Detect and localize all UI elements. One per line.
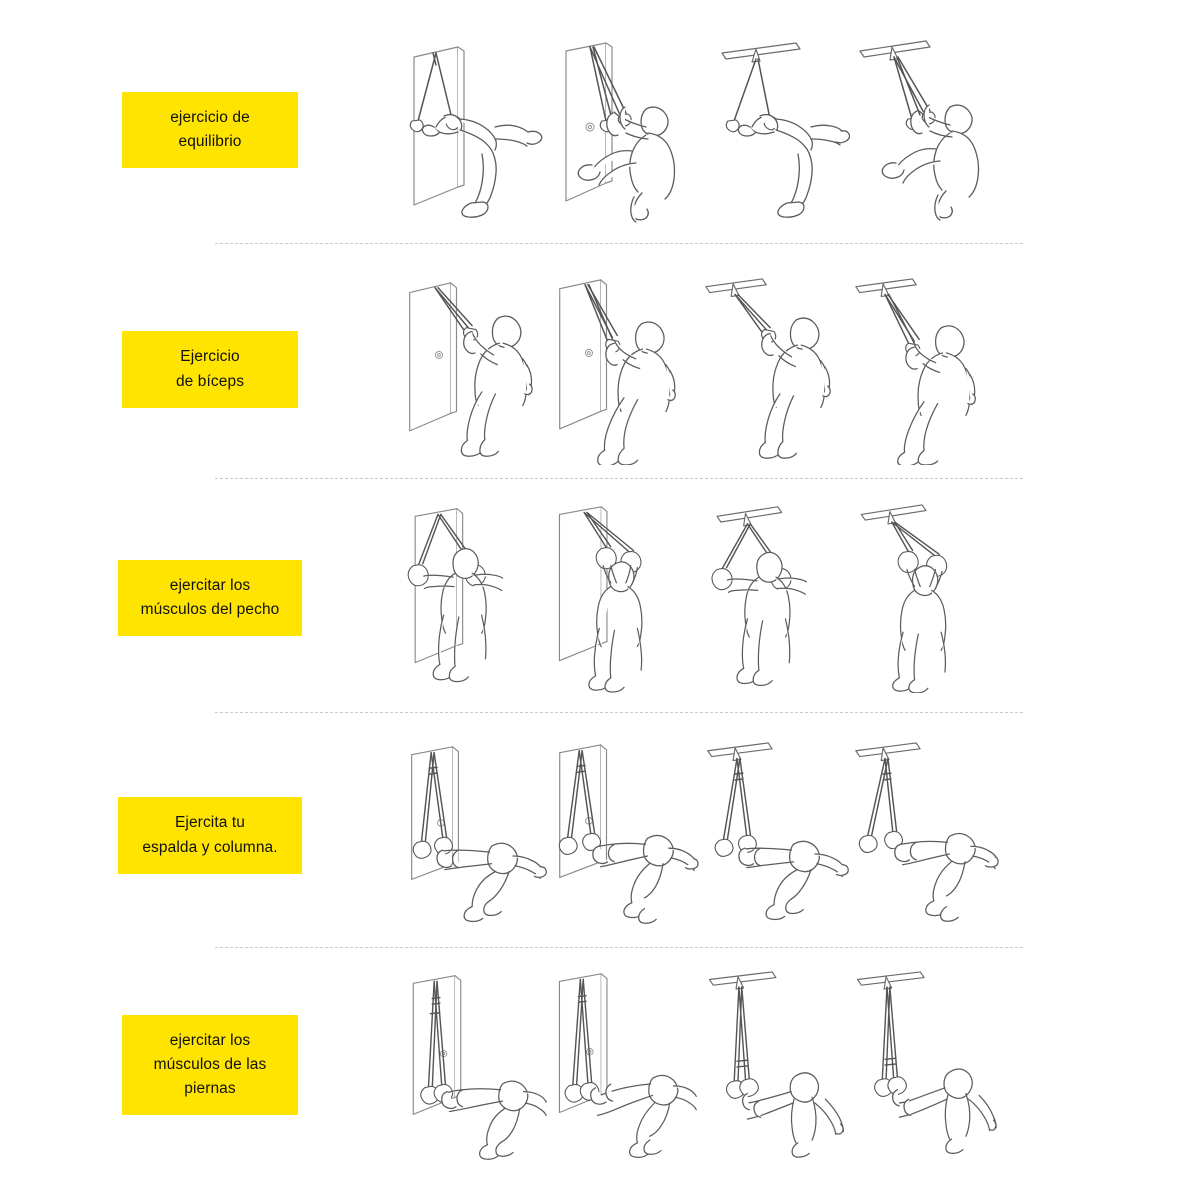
- label-box-equilibrio: ejercicio de equilibrio: [122, 91, 298, 169]
- divider-3: [215, 712, 1023, 713]
- panel-ceiling-back-4: [850, 741, 1000, 931]
- label-box-pecho: ejercitar los músculos del pecho: [118, 559, 302, 637]
- label-cell-piernas: ejercitar los músculos de las piernas: [0, 1014, 400, 1116]
- panel-strip-equilibrio: [400, 35, 1200, 225]
- panel-door-chest-1: [400, 503, 550, 693]
- panel-ceiling-chest-3: [700, 503, 850, 693]
- panel-ceiling-balance-4: [850, 35, 1000, 225]
- panel-door-biceps-1: [400, 275, 550, 465]
- label-box-espalda: Ejercita tu espalda y columna.: [118, 797, 302, 874]
- panel-door-balance-2: [550, 35, 700, 225]
- panel-ceiling-balance-3: [700, 35, 850, 225]
- label-cell-pecho: ejercitar los músculos del pecho: [0, 559, 400, 637]
- label-line: ejercitar los: [169, 1031, 251, 1049]
- label-line: Ejercita tu: [174, 814, 246, 832]
- label-box-piernas: ejercitar los músculos de las piernas: [122, 1014, 298, 1116]
- panel-ceiling-legs-4: [850, 970, 1000, 1160]
- divider-2: [215, 478, 1023, 479]
- panel-ceiling-biceps-3: [700, 275, 850, 465]
- label-cell-espalda: Ejercita tu espalda y columna.: [0, 797, 400, 874]
- label-cell-equilibrio: ejercicio de equilibrio: [0, 91, 400, 169]
- label-cell-biceps: Ejercicio de bíceps: [0, 331, 400, 408]
- panel-door-balance-1: [400, 35, 550, 225]
- exercise-row-biceps: Ejercicio de bíceps: [0, 272, 1200, 467]
- panel-door-legs-1: [400, 970, 550, 1160]
- panel-strip-piernas: [400, 970, 1200, 1160]
- label-line: equilibrio: [178, 133, 242, 150]
- label-line: ejercicio de: [170, 108, 250, 126]
- panel-ceiling-chest-4: [850, 503, 1000, 693]
- exercise-row-espalda: Ejercita tu espalda y columna.: [0, 738, 1200, 933]
- panel-door-legs-2: [550, 970, 700, 1160]
- label-box-biceps: Ejercicio de bíceps: [122, 331, 298, 408]
- exercise-row-piernas: ejercitar los músculos de las piernas: [0, 965, 1200, 1165]
- label-line: piernas: [184, 1080, 236, 1097]
- label-line: Ejercicio: [180, 348, 240, 366]
- divider-1: [215, 243, 1023, 244]
- panel-door-back-2: [550, 741, 700, 931]
- exercise-row-pecho: ejercitar los músculos del pecho: [0, 498, 1200, 698]
- label-line: músculos del pecho: [140, 601, 280, 618]
- panel-door-chest-2: [550, 503, 700, 693]
- label-line: espalda y columna.: [142, 838, 278, 856]
- panel-ceiling-biceps-4: [850, 275, 1000, 465]
- panel-strip-espalda: [400, 741, 1200, 931]
- label-line: músculos de las: [153, 1055, 267, 1073]
- panel-ceiling-back-3: [700, 741, 850, 931]
- panel-strip-biceps: [400, 275, 1200, 465]
- panel-ceiling-legs-3: [700, 970, 850, 1160]
- label-line: de bíceps: [175, 372, 245, 390]
- panel-door-biceps-2: [550, 275, 700, 465]
- divider-4: [215, 947, 1023, 948]
- panel-strip-pecho: [400, 503, 1200, 693]
- label-line: ejercitar los: [169, 576, 251, 594]
- exercise-row-equilibrio: ejercicio de equilibrio: [0, 35, 1200, 225]
- panel-door-back-1: [400, 741, 550, 931]
